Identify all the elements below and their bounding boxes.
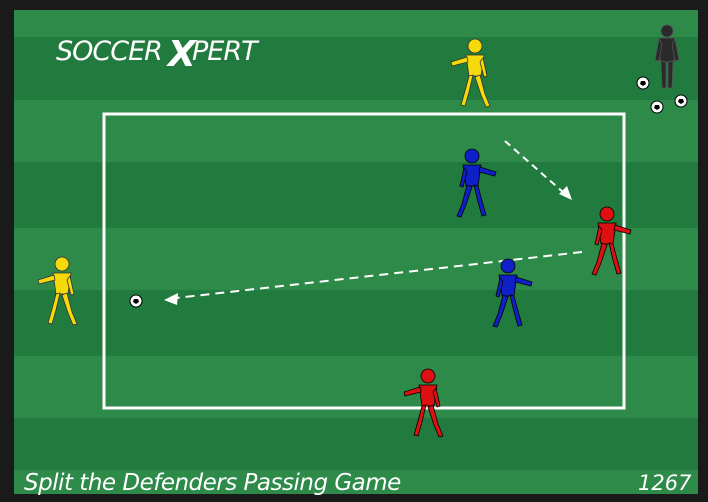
- svg-text:PERT: PERT: [192, 36, 260, 67]
- coach-figure: [654, 24, 680, 89]
- svg-text:X: X: [166, 34, 198, 75]
- soccer-ball-icon: [674, 94, 688, 108]
- soccer-ball-icon: [650, 100, 664, 114]
- soccer-ball-icon: [636, 76, 650, 90]
- pass-arrow: [164, 251, 583, 305]
- soccerxpert-logo: SOCCER X PERT: [56, 34, 261, 75]
- soccer-ball-icon: [129, 294, 143, 308]
- drill-title: Split the Defenders Passing Game: [24, 470, 401, 496]
- pitch: [14, 10, 698, 494]
- movement-arrow: [504, 140, 572, 200]
- playing-area: [102, 112, 626, 410]
- svg-text:SOCCER: SOCCER: [56, 36, 162, 67]
- drill-id: 1267: [638, 471, 692, 495]
